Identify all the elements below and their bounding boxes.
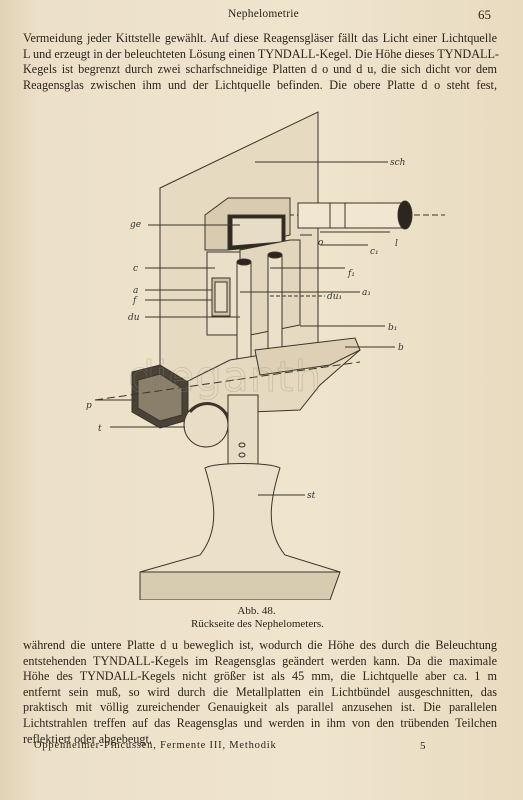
stand-base	[139, 463, 341, 573]
text-line: Vermeidung jeder Kittstelle gewählt. Auf…	[23, 31, 497, 45]
label-f: f	[132, 296, 138, 306]
label-st: st	[307, 491, 316, 501]
text-line: Lichtstrahlen treffen auf das Reagensgla…	[23, 715, 497, 730]
running-header: Nephelometrie 65	[0, 7, 523, 26]
label-du: du	[128, 313, 140, 323]
text-line: Höhe des TYNDALL-Kegels nicht größer ist…	[23, 669, 497, 684]
label-t: t	[98, 424, 102, 434]
eyepiece-tube	[297, 202, 403, 229]
label-ge: ge	[130, 220, 141, 230]
paragraph-top: Vermeidung jeder Kittstelle gewählt. Auf…	[23, 31, 499, 93]
text-line: L und erzeugt in der beleuchteten Lösung…	[23, 46, 499, 61]
label-a: a	[133, 286, 138, 296]
nephelometer-figure: sch ge l o c₁ c f₁ a a₁ du₁ f du b₁ b p …	[86, 111, 445, 600]
watermark: dieganth	[128, 352, 323, 402]
eyepiece-lens	[397, 200, 413, 230]
running-title: Nephelometrie	[228, 8, 299, 20]
label-b: b	[398, 343, 404, 353]
text-line: praktisch mit völlig zureichender Genaui…	[23, 700, 497, 715]
label-c1: c₁	[370, 247, 379, 257]
paragraph-bottom: während die untere Platte d u beweglich …	[23, 638, 497, 747]
text-line: reflektiert oder abgebeugt.	[23, 731, 152, 746]
tube-right	[267, 254, 283, 356]
text-line: entstehenden TYNDALL-Kegels im Reagensgl…	[23, 653, 497, 668]
text-line: Kegels ist begrenzt durch zwei scharfsch…	[23, 62, 497, 77]
stand-stem	[227, 394, 259, 466]
page-number: 65	[478, 7, 491, 22]
footer-signature: 5	[420, 740, 426, 752]
label-c: c	[133, 264, 138, 274]
label-a1: a₁	[362, 288, 371, 298]
label-b1: b₁	[388, 323, 397, 333]
label-f1: f₁	[347, 269, 355, 279]
label-sch: sch	[390, 158, 405, 168]
text-line: entfernt sein muß, so wird durch die Met…	[23, 684, 497, 699]
text-line: während die untere Platte d u beweglich …	[23, 638, 497, 652]
label-l: l	[395, 239, 398, 249]
label-o: o	[318, 238, 324, 248]
figure-caption: Rückseite des Nephelometers.	[191, 618, 324, 630]
text-line: Reagensglas zwischen ihm und der Lichtqu…	[23, 77, 497, 92]
footer-citation: Oppenheimer-Pincussen, Fermente III, Met…	[34, 740, 277, 751]
figure-number: Abb. 48.	[237, 605, 276, 617]
label-p: p	[86, 401, 92, 411]
label-du1: du₁	[327, 292, 342, 302]
